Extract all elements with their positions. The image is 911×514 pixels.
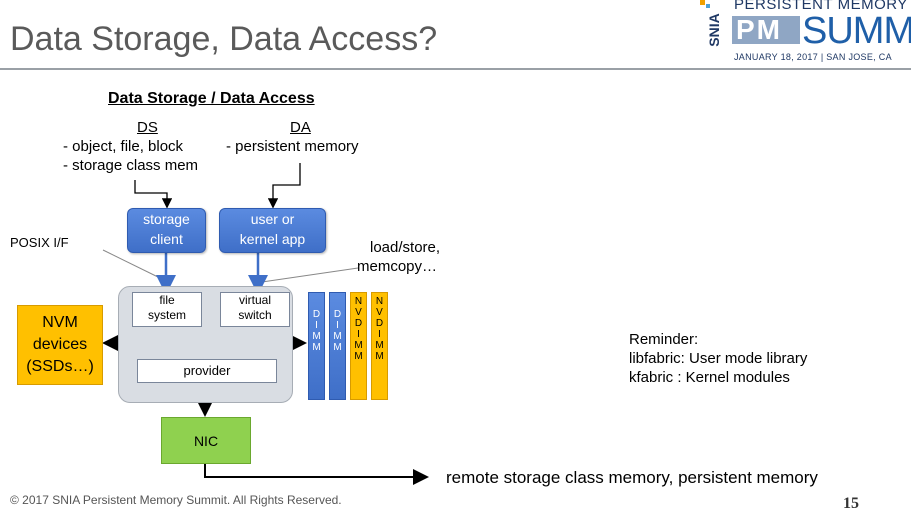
user-app-box: user or kernel app [219,208,326,253]
loadstore-line-1: load/store, [370,239,441,256]
logo-persistent-memory: PERSISTENT MEMORY [734,0,908,13]
dimm-2-letter: M [333,342,342,353]
provider-box: provider [137,359,277,383]
ds-line-1: - object, file, block [63,138,184,155]
logo-square-blue [706,4,710,8]
posix-label: POSIX I/F [10,235,69,250]
nvdimm-2-letter: M [375,340,384,351]
ds-heading: DS [137,119,158,136]
logo-pm-box [732,16,800,44]
dimm-1-letter: M [312,331,321,342]
file-system-line-2: system [147,308,186,322]
reminder-line-3: kfabric : Kernel modules [629,369,790,386]
arrow-ds-to-storage-client [134,180,173,209]
loadstore-pointer [261,267,359,283]
virtual-switch-box: virtual switch [220,292,290,327]
page-title: Data Storage, Data Access? [10,20,438,58]
loadstore-line-2: memcopy… [357,258,438,275]
posix-pointer [102,249,161,279]
nvdimm-2-letter: I [378,329,381,340]
dimm-2-letter: D [333,309,342,320]
da-line-1: - persistent memory [226,138,359,155]
nvdimm-2-letter: N [375,296,384,307]
dimm-module-2: D I M M [329,292,346,400]
nvm-line-2: devices [32,336,88,353]
remote-memory-label: remote storage class memory, persistent … [446,468,818,487]
storage-client-line-1: storage [143,211,190,227]
logo-summit: SUMMIT [802,10,911,52]
summit-logo: PERSISTENT MEMORY SNIA PM SUMMIT JANUARY… [700,0,911,68]
file-system-line-1: file [159,293,175,307]
storage-client-box: storage client [127,208,206,253]
arrow-da-to-user-app [267,163,301,209]
dimm-1-letter: M [312,342,321,353]
nvdimm-2-letter: D [375,318,384,329]
virtual-switch-line-2: switch [238,308,272,322]
user-app-line-2: kernel app [239,231,306,247]
nic-box: NIC [161,417,251,464]
nvdimm-1-letter: I [357,329,360,340]
nvdimm-1-letter: M [354,351,363,362]
storage-client-line-2: client [150,231,183,247]
nvm-devices-box: NVM devices (SSDs…) [17,305,103,385]
copyright-footer: © 2017 SNIA Persistent Memory Summit. Al… [10,493,342,507]
reminder-line-2: libfabric: User mode library [629,350,808,367]
reminder-line-1: Reminder: [629,331,699,348]
nvdimm-module-2: N V D I M M [371,292,388,400]
nvdimm-1-letter: D [354,318,363,329]
dimm-2-letter: I [336,320,339,331]
nvm-line-1: NVM [42,314,78,331]
da-heading: DA [290,119,311,136]
diagram-title: Data Storage / Data Access [108,90,315,107]
logo-square-orange [700,0,705,5]
header-divider [0,68,911,70]
nvdimm-1-letter: V [355,307,362,318]
nvdimm-2-letter: M [375,351,384,362]
nvdimm-1-letter: M [354,340,363,351]
dimm-module-1: D I M M [308,292,325,400]
nvm-line-3: (SSDs…) [26,358,94,375]
user-app-line-1: user or [250,211,295,227]
logo-pm: PM [736,14,782,45]
nvdimm-module-1: N V D I M M [350,292,367,400]
page-number: 15 [843,495,859,512]
arrow-nic-to-remote [204,462,429,485]
logo-date: JANUARY 18, 2017 | SAN JOSE, CA [734,52,892,62]
ds-line-2: - storage class mem [63,157,199,174]
nvdimm-1-letter: N [354,296,363,307]
dimm-1-letter: D [312,309,321,320]
dimm-2-letter: M [333,331,342,342]
virtual-switch-line-1: virtual [238,293,271,307]
nvdimm-2-letter: V [376,307,383,318]
file-system-box: file system [132,292,202,327]
dimm-1-letter: I [315,320,318,331]
